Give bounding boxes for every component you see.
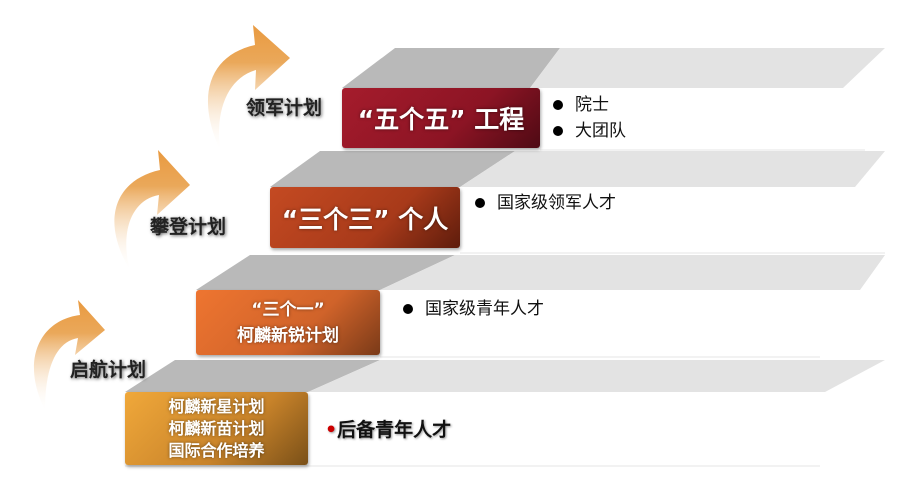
step-plane-3 [270,151,885,187]
bullet-item: 院士 [553,92,609,118]
bullet-item: 国家级领军人才 [475,190,616,216]
plan-label-qihang: 启航计划 [70,359,147,381]
step-line: “三个一” [251,299,325,320]
step-box-3: “三个三” 个人 [270,187,460,248]
step-box-1: 柯麟新星计划 柯麟新苗计划 国际合作培养 [125,392,308,465]
step-line: 柯麟新锐计划 [237,325,339,346]
curved-arrow-icon [33,300,105,410]
bullet-item: 国家级青年人才 [403,296,544,322]
bullet-item: 大团队 [553,118,626,144]
step-line: 国际合作培养 [168,440,265,460]
step-box-4: “五个五” 工程 [342,88,540,148]
step-line: “五个五” 工程 [357,105,525,134]
step-plane-1 [125,360,885,392]
bullet-item: •后备青年人才 [325,419,452,441]
plan-label-pandeng: 攀登计划 [150,216,227,238]
step-plane-4 [342,48,885,88]
step-line: 柯麟新星计划 [168,396,265,416]
step-plane-2 [196,255,885,290]
step-line: “三个三” 个人 [281,204,449,234]
curved-arrow-icon [207,25,290,150]
step-box-2: “三个一” 柯麟新锐计划 [196,290,380,355]
curved-arrow-icon [114,150,190,270]
plan-label-lingjun: 领军计划 [246,97,323,119]
step-line: 柯麟新苗计划 [168,418,265,438]
